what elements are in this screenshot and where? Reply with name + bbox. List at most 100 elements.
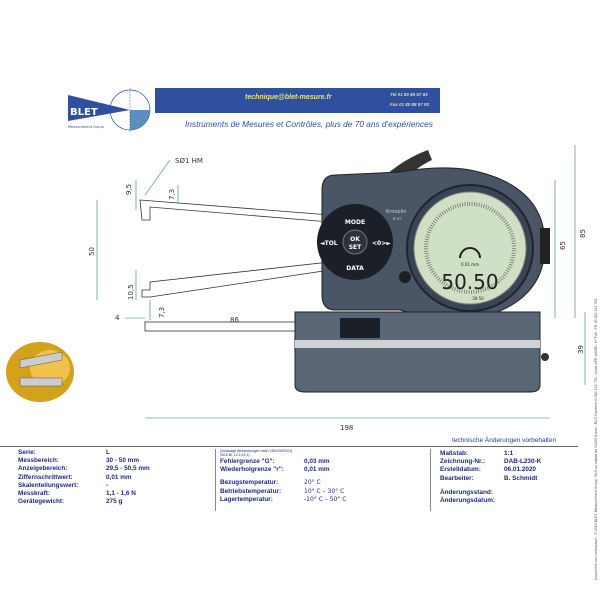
spec-value: B. Schmidt <box>504 474 538 482</box>
dim-label: 7,3 <box>158 307 166 318</box>
divider <box>0 446 578 447</box>
spec-label: Skalenteilungswert: <box>18 481 79 489</box>
blet-logo: BLET Measurement Group <box>68 88 151 132</box>
lower-arm <box>141 261 331 298</box>
spec-row: Wiederholgrenze "r": 0,01 mm <box>220 466 346 474</box>
set-label: SET <box>349 244 362 251</box>
spec-row: Lagertemperatur: -10° C – 50° C <box>220 496 346 504</box>
spec-label: Lagertemperatur: <box>220 495 273 503</box>
spec-label: Gerätegewicht: <box>18 498 65 506</box>
email-link[interactable]: technique@blet-mesure.fr <box>245 94 332 101</box>
dim-label: 4 <box>115 314 120 322</box>
spec-label: Zeichnung-Nr.: <box>440 458 486 466</box>
spec-value: 1:1 <box>504 450 514 457</box>
data-button[interactable]: DATA <box>346 265 364 272</box>
spec-row: Messkraft: 1,1 - 1,6 N <box>18 490 150 498</box>
spec-row: Anzeigebereich: 29,5 - 50,5 mm <box>18 465 150 473</box>
spec-value: 20° C <box>304 479 321 487</box>
phone: Tel 01 80 88 57 83 <box>390 92 428 97</box>
remark: technische Änderungen vorbehalten <box>452 437 557 444</box>
norm-note: (Zulässige Abweichungen nach VDI/VDE/DGQ… <box>220 449 293 457</box>
spec-label: Fehlergrenze "G": <box>220 458 275 465</box>
ok-set-button[interactable] <box>342 229 368 255</box>
zero-button[interactable]: <0>► <box>372 240 391 247</box>
legal-notice: Document non contractuel - © 2016 BLET M… <box>594 298 598 580</box>
spec-value: 30 - 50 mm <box>106 457 140 465</box>
technical-drawing: 0.01 mm 50.50 30-50 OK SET MODE DATA ◄TO… <box>6 145 587 432</box>
spec-value: DAB-L230-K <box>504 458 542 466</box>
spec-value: -10° C – 50° C <box>304 495 347 503</box>
spec-row: Zeichnung-Nr.: DAB-L230-K <box>440 458 541 466</box>
spec-label: Erstelldatum: <box>440 466 481 474</box>
range: 30-50 <box>472 296 484 301</box>
dim-label: 198 <box>340 424 353 432</box>
tol-button[interactable]: ◄TOL <box>320 240 338 247</box>
spec-row: Erstelldatum: 06.01.2020 <box>440 466 541 474</box>
spec-label: Serie: <box>18 449 36 456</box>
brand: Kroeplin <box>386 209 406 215</box>
reading: 50.50 <box>441 270 498 294</box>
logo-text: BLET <box>70 107 98 118</box>
spec-value: 0,01 mm <box>106 473 132 481</box>
spec-label: Änderungsdatum: <box>440 497 496 505</box>
logo-subtitle: Measurement Group <box>68 125 105 129</box>
spec-row: Skalenteilungswert: - <box>18 482 150 490</box>
dim-label: 50 <box>88 247 96 256</box>
spec-label: Betriebstemperatur: <box>220 487 282 495</box>
ball-tip-label: SØ1 HM <box>175 157 203 165</box>
dim-label: 10,5 <box>127 284 135 300</box>
spec-row: Fehlergrenze "G": 0,03 mm <box>220 458 346 466</box>
spec-label: Maßstab: <box>440 450 469 457</box>
spec-label: Ziffernschrittwert: <box>18 473 73 481</box>
spec-row: Betriebstemperatur:10° C – 30° C <box>220 488 346 496</box>
dim-label: 85 <box>579 229 587 238</box>
spec-row: Bearbeiter: B. Schmidt <box>440 475 541 483</box>
spec-row: Änderungsdatum: <box>440 497 541 505</box>
spec-label: Anzeigebereich: <box>18 465 68 473</box>
ip-rating: IP 67 <box>393 217 402 221</box>
dimension-labels: SØ1 HM 9,5 7,3 50 10,5 7,3 86 4 198 39 6… <box>88 157 587 432</box>
spec-value: 275 g <box>106 498 123 506</box>
spec-row: Gerätegewicht: 275 g <box>18 498 150 506</box>
spec-value: 29,5 - 50,5 mm <box>106 465 150 473</box>
spec-value: L <box>106 449 110 456</box>
spec-label: Bezugstemperatur: <box>220 479 279 487</box>
header-banner: technique@blet-mesure.fr Tel 01 80 88 57… <box>155 88 440 113</box>
upper-arm <box>139 199 331 223</box>
resolution: 0.01 mm <box>461 262 479 267</box>
spec-row: Bezugstemperatur: 20° C <box>220 479 346 487</box>
side-arm <box>144 321 301 332</box>
power-button[interactable] <box>399 271 411 283</box>
spec-label: Messbereich: <box>18 457 59 465</box>
spec-table-2: (Zulässige Abweichungen nach VDI/VDE/DGQ… <box>220 449 346 504</box>
spec-label: Bearbeiter: <box>440 474 474 482</box>
dim-label: 39 <box>577 345 585 354</box>
spec-label: Änderungsstand: <box>440 488 493 496</box>
spec-row: Maßstab: 1:1 <box>440 450 541 458</box>
divider <box>430 449 431 511</box>
dim-label: 65 <box>559 241 567 250</box>
spec-row: Ziffernschrittwert: 0,01 mm <box>18 474 150 482</box>
dim-label: 9,5 <box>125 184 133 195</box>
dim-label: 7,3 <box>168 189 176 200</box>
insert-image <box>6 342 74 402</box>
spec-value: 1,1 - 1,6 N <box>106 490 136 498</box>
spec-label: Messkraft: <box>18 490 50 498</box>
spec-row: Serie: L <box>18 449 150 457</box>
spec-value: 06.01.2020 <box>504 466 536 474</box>
spec-label: Wiederholgrenze "r": <box>220 466 284 474</box>
spec-row: Messbereich: 30 - 50 mm <box>18 457 150 465</box>
divider <box>215 449 216 511</box>
dim-label: 86 <box>230 316 239 324</box>
spec-value: - <box>106 481 109 489</box>
tagline: Instruments de Mesures et Contrôles, plu… <box>185 119 433 129</box>
spec-row: Änderungsstand: <box>440 489 541 497</box>
fax: Fax 01 80 88 57 93 <box>390 102 430 107</box>
mode-button[interactable]: MODE <box>345 219 365 226</box>
spec-value: 0,01 mm <box>304 466 330 474</box>
side-body <box>294 311 541 393</box>
spec-value: 0,03 mm <box>304 458 330 465</box>
ok-label: OK <box>350 236 360 243</box>
